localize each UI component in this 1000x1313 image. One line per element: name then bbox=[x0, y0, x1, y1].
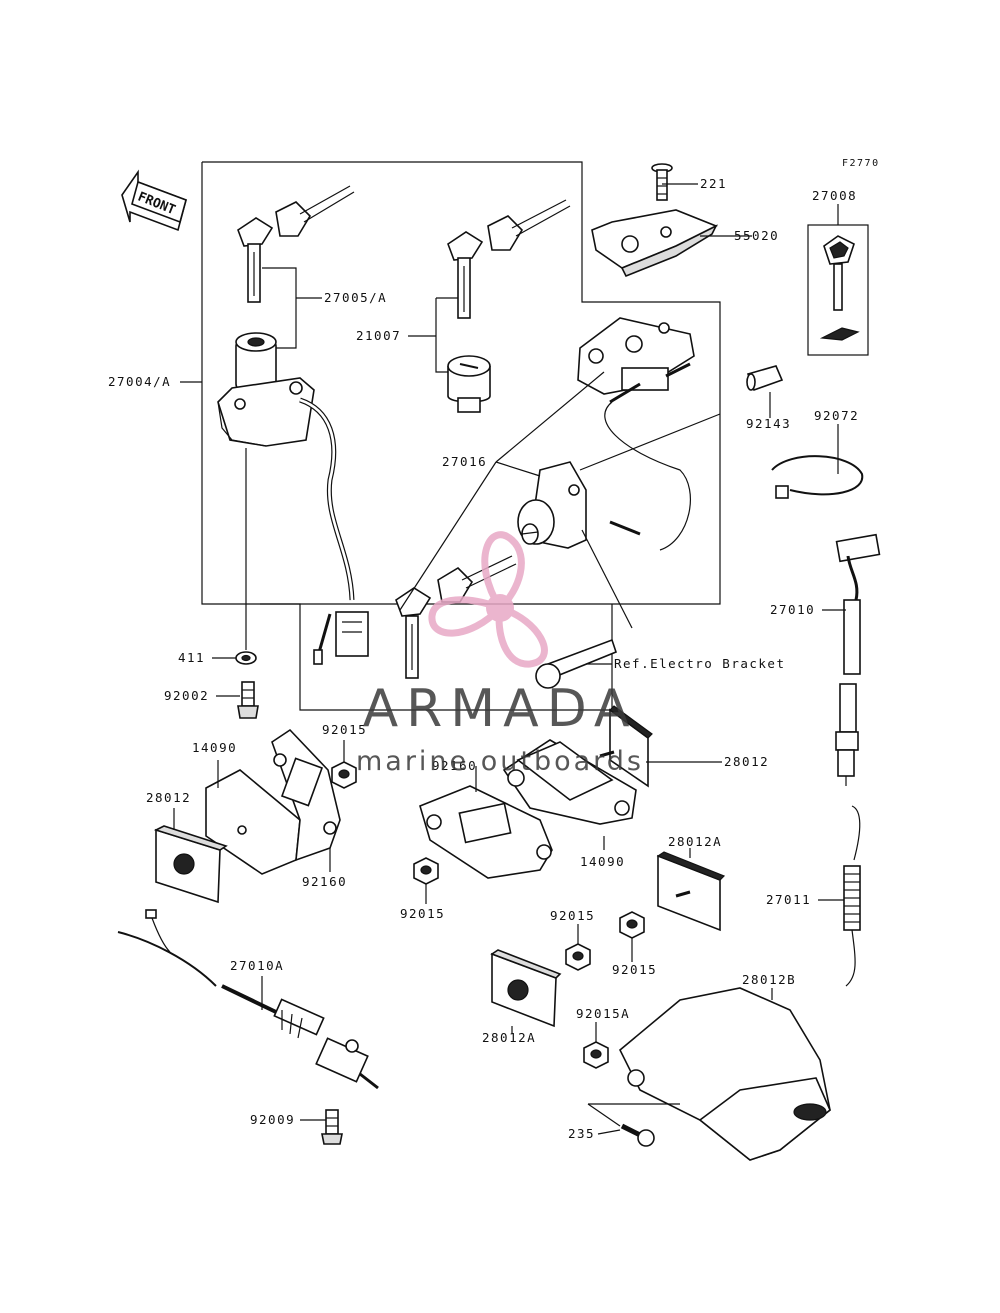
key-pair-center bbox=[395, 555, 517, 679]
label-92143: 92143 bbox=[746, 416, 791, 431]
front-arrow-icon: FRONT bbox=[121, 169, 187, 232]
spring-27011 bbox=[843, 805, 861, 987]
seat-lock-assembly bbox=[517, 317, 695, 551]
nut-92015-d bbox=[619, 911, 645, 939]
band-92072 bbox=[771, 455, 864, 499]
label-92015A: 92015A bbox=[576, 1006, 630, 1021]
watermark-brand: ARMADA bbox=[363, 679, 638, 739]
label-235: 235 bbox=[568, 1126, 595, 1141]
reflector-bracket-center bbox=[419, 705, 653, 879]
label-411: 411 bbox=[178, 650, 205, 665]
propeller-logo-icon bbox=[428, 531, 548, 668]
label-28012B: 28012B bbox=[742, 972, 796, 987]
reflector-bracket-left bbox=[153, 728, 341, 904]
key-pair-middle bbox=[447, 199, 571, 319]
label-27010A: 27010A bbox=[230, 958, 284, 973]
label-92160-a: 92160 bbox=[432, 758, 477, 773]
ignition-switch bbox=[217, 332, 369, 665]
label-ref-electro-bracket: Ref.Electro Bracket bbox=[614, 656, 786, 671]
label-14090-a: 14090 bbox=[192, 740, 237, 755]
label-14090-b: 14090 bbox=[580, 854, 625, 869]
label-55020: 55020 bbox=[734, 228, 779, 243]
washer-411 bbox=[235, 651, 257, 665]
label-28012-a: 28012 bbox=[146, 790, 191, 805]
assembly-frame bbox=[201, 161, 721, 711]
watermark: ARMADA marine outboards bbox=[356, 531, 644, 777]
cable-27010A bbox=[117, 909, 379, 1090]
bolt-92009 bbox=[321, 1109, 343, 1145]
label-27005A: 27005/A bbox=[324, 290, 387, 305]
nut-92015-a bbox=[331, 761, 357, 789]
label-27011: 27011 bbox=[766, 892, 811, 907]
label-92015-d: 92015 bbox=[612, 962, 657, 977]
lock-cylinder bbox=[447, 355, 491, 413]
leader-lines bbox=[173, 183, 846, 1135]
nut-92015-c bbox=[565, 943, 591, 971]
label-92160-b: 92160 bbox=[302, 874, 347, 889]
label-28012-b: 28012 bbox=[724, 754, 769, 769]
tail-light-28012B bbox=[619, 987, 831, 1161]
label-21007: 21007 bbox=[356, 328, 401, 343]
reflector-28012A-lower bbox=[490, 949, 562, 1028]
label-27008: 27008 bbox=[812, 188, 857, 203]
label-92015-a: 92015 bbox=[322, 722, 367, 737]
diagram-code: F2770 bbox=[842, 158, 880, 169]
part-labels: 221 55020 27008 27005/A 21007 27004/A 92… bbox=[108, 176, 859, 1141]
screw-235 bbox=[620, 1123, 655, 1147]
watermark-tagline: marine outboards bbox=[356, 746, 644, 777]
bracket-55020 bbox=[591, 209, 718, 278]
label-27010: 27010 bbox=[770, 602, 815, 617]
label-28012A-2: 28012A bbox=[482, 1030, 536, 1045]
pipe-92143 bbox=[746, 365, 784, 392]
nut-92015-b bbox=[413, 857, 439, 885]
label-92002: 92002 bbox=[164, 688, 209, 703]
switch-27010 bbox=[835, 533, 881, 786]
label-92015-c: 92015 bbox=[550, 908, 595, 923]
key-pair-left bbox=[237, 185, 355, 303]
label-221: 221 bbox=[700, 176, 727, 191]
label-92015-b: 92015 bbox=[400, 906, 445, 921]
label-92072: 92072 bbox=[814, 408, 859, 423]
label-27016: 27016 bbox=[442, 454, 487, 469]
label-92009: 92009 bbox=[250, 1112, 295, 1127]
label-28012A-1: 28012A bbox=[668, 834, 722, 849]
bolt-92002 bbox=[237, 681, 259, 719]
key-27008 bbox=[807, 224, 869, 356]
reflector-28012A-upper bbox=[656, 851, 726, 932]
bolt-ref-electro-bracket bbox=[535, 638, 617, 689]
label-27004A: 27004/A bbox=[108, 374, 171, 389]
nut-92015A bbox=[583, 1041, 609, 1069]
screw-221 bbox=[651, 163, 673, 201]
